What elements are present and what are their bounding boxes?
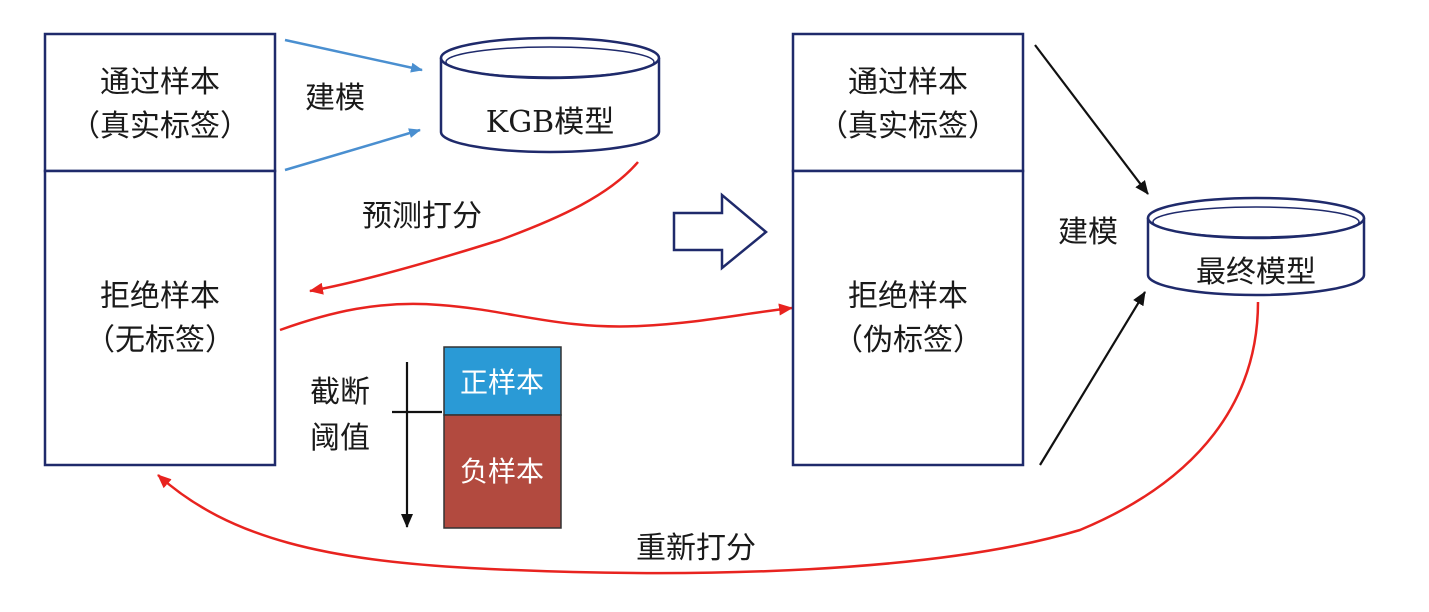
transition-hollow-arrow bbox=[672, 192, 768, 271]
rescore-label: 重新打分 bbox=[636, 531, 756, 566]
pseudo-label-transfer-arrow bbox=[279, 302, 793, 332]
kgb-model-label: KGB模型 bbox=[486, 105, 614, 140]
left-rejected-sublabel: （无标签） bbox=[85, 323, 235, 358]
final-model-cylinder: 最终模型 bbox=[1146, 196, 1366, 297]
predict-score-label: 预测打分 bbox=[362, 199, 482, 234]
build-arrow-top bbox=[284, 38, 423, 73]
final-build-label: 建模 bbox=[1058, 215, 1118, 250]
right-approved-box bbox=[791, 32, 1025, 173]
positive-sample-label: 正样本 bbox=[460, 366, 544, 399]
kgb-build-label: 建模 bbox=[305, 81, 365, 116]
kgb-model-cylinder: KGB模型 bbox=[439, 36, 661, 154]
positive-sample-block bbox=[443, 346, 562, 416]
final-cylinder-top bbox=[1146, 196, 1366, 240]
negative-sample-label: 负样本 bbox=[460, 455, 544, 488]
right-rejected-box bbox=[791, 169, 1025, 467]
right-sample-group: 通过样本 （真实标签） 拒绝样本 （伪标签） bbox=[791, 32, 1025, 467]
final-cylinder-top-inner bbox=[1152, 206, 1360, 238]
left-rejected-label: 拒绝样本 bbox=[100, 279, 220, 314]
left-sample-group: 通过样本 （真实标签） 拒绝样本 （无标签） bbox=[43, 32, 277, 467]
right-rejected-sublabel: （伪标签） bbox=[833, 323, 983, 358]
final-cylinder-body bbox=[1146, 218, 1366, 297]
left-approved-box bbox=[43, 32, 277, 173]
left-approved-sublabel: （真实标签） bbox=[70, 109, 250, 144]
build-arrow-bottom bbox=[284, 128, 421, 172]
rescore-arrow bbox=[157, 301, 1260, 575]
threshold-label-1: 截断 bbox=[310, 375, 370, 410]
right-rejected-label: 拒绝样本 bbox=[848, 279, 968, 314]
threshold-label-2: 阈值 bbox=[310, 421, 370, 456]
kgb-cylinder-body bbox=[439, 58, 661, 154]
kgb-cylinder-top bbox=[439, 36, 661, 80]
right-approved-label: 通过样本 bbox=[848, 65, 968, 100]
left-rejected-box bbox=[43, 169, 277, 467]
predict-score-arrow bbox=[309, 161, 639, 295]
left-approved-label: 通过样本 bbox=[100, 65, 220, 100]
kgb-cylinder-top-inner bbox=[445, 46, 655, 78]
right-approved-sublabel: （真实标签） bbox=[818, 109, 998, 144]
threshold-area: 截断 阈值 正样本 负样本 bbox=[310, 346, 562, 529]
final-model-label: 最终模型 bbox=[1196, 255, 1316, 290]
final-build-arrow-bottom bbox=[1039, 291, 1146, 466]
negative-sample-block bbox=[443, 414, 562, 529]
final-build-arrow-top bbox=[1034, 44, 1149, 195]
